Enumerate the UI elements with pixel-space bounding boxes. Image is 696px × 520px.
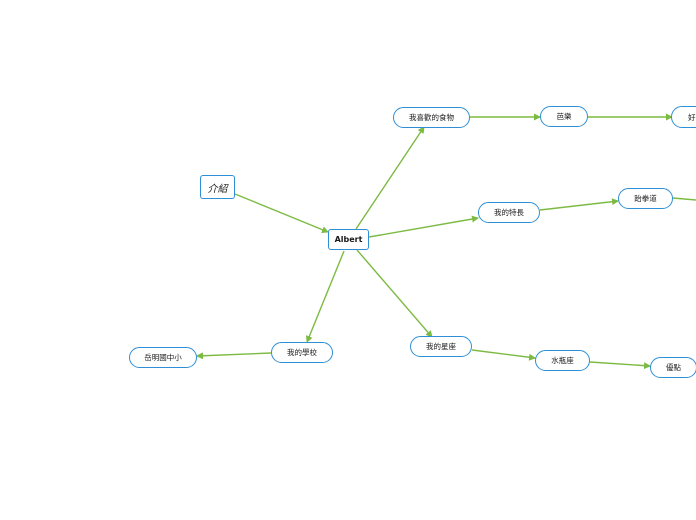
edge-root-talent (368, 215, 479, 238)
edge-root-school (306, 250, 345, 343)
edge-zodiac-aquarius (471, 349, 536, 361)
node-tasty-label: 好 (688, 112, 696, 122)
node-talent[interactable]: 我的特長 (478, 202, 540, 223)
edge-school-schoolname (196, 352, 272, 360)
edge-talent-taekwondo (539, 198, 619, 211)
node-intro[interactable]: 介紹 (200, 175, 235, 199)
edge-root-food (355, 126, 425, 230)
node-taekwondo[interactable]: 跆拳道 (618, 188, 673, 209)
node-zodiac[interactable]: 我的星座 (410, 336, 472, 357)
edge-intro-root (234, 193, 329, 233)
edge-aquarius-merit (589, 361, 651, 370)
node-aquarius[interactable]: 水瓶座 (535, 350, 590, 371)
node-root[interactable]: Albert (328, 229, 369, 250)
node-guava[interactable]: 芭樂 (540, 106, 588, 127)
node-merit[interactable]: 優點 (650, 357, 696, 378)
edge-taekwondo-offscreen (672, 197, 696, 201)
node-tasty[interactable]: 好 (671, 106, 696, 128)
edge-root-zodiac (356, 249, 433, 338)
node-school-name[interactable]: 岳明國中小 (129, 347, 197, 368)
node-school[interactable]: 我的學校 (271, 342, 333, 363)
node-food[interactable]: 我喜歡的食物 (393, 107, 470, 128)
